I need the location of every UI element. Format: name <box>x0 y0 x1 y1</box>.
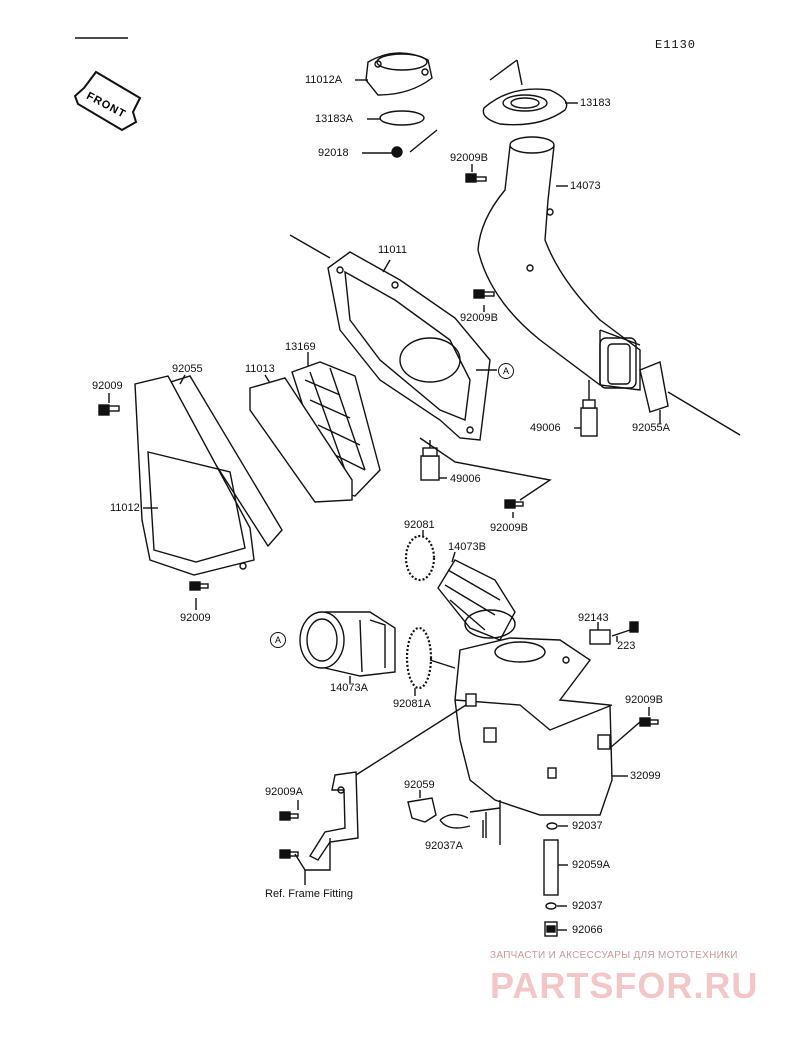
label-92009B-top: 92009B <box>450 152 488 164</box>
label-92009-bottom: 92009 <box>180 612 211 624</box>
label-92055A: 92055A <box>632 422 670 434</box>
plate-13183 <box>482 88 568 126</box>
gasket-92055A <box>639 361 669 413</box>
watermark-brand: PARTSFOR.RU <box>490 965 759 1006</box>
filter-11013 <box>249 377 353 503</box>
bolt-frame-fitting <box>279 849 299 859</box>
bracket-92009A <box>308 771 359 861</box>
bolt-92009B-low <box>504 499 524 509</box>
label-14073A: 14073A <box>330 682 368 694</box>
label-92143: 92143 <box>578 612 609 624</box>
label-11012: 11012 <box>110 502 140 514</box>
label-92009B-right: 92009B <box>625 694 663 706</box>
label-92009-left: 92009 <box>92 380 123 392</box>
bolt-92009-bottom <box>189 581 209 591</box>
label-92009B-low: 92009B <box>490 522 528 534</box>
gasket-13183A <box>379 110 425 126</box>
bolt-92009B-right <box>639 717 659 727</box>
front-arrow-icon <box>73 70 142 132</box>
label-32099: 32099 <box>630 770 661 782</box>
cover-11012 <box>134 375 255 576</box>
air-box-11011 <box>327 251 491 441</box>
drain-49006-mid <box>420 447 440 481</box>
callout-A-bottom: A <box>270 632 286 648</box>
bolt-92009A <box>279 811 299 821</box>
label-13183: 13183 <box>580 97 611 109</box>
label-14073B: 14073B <box>448 541 486 553</box>
label-92059A: 92059A <box>572 859 610 871</box>
label-11011: 11011 <box>378 244 407 256</box>
label-92018: 92018 <box>318 147 349 159</box>
hose-92059 <box>407 797 437 823</box>
label-13169: 13169 <box>285 341 316 353</box>
label-92037-top: 92037 <box>572 820 603 832</box>
clamp-92081A <box>405 626 433 690</box>
bolt-92009B-top <box>465 173 487 183</box>
label-92037A: 92037A <box>425 840 463 852</box>
label-13183A: 13183A <box>315 113 353 125</box>
ref-frame-fitting-label: Ref. Frame Fitting <box>265 888 354 900</box>
label-92066: 92066 <box>572 924 603 936</box>
elbow-14073A <box>299 611 396 677</box>
label-223: 223 <box>617 640 636 652</box>
label-92081A: 92081A <box>393 698 431 710</box>
intake-duct-14073 <box>477 136 641 391</box>
bolt-92009-left <box>98 404 120 416</box>
tube-92059A <box>543 839 559 896</box>
drain-49006-right <box>580 399 598 437</box>
label-92037-bottom: 92037 <box>572 900 603 912</box>
label-11012A: 11012A <box>305 74 343 86</box>
clip-92037-top <box>546 822 558 830</box>
resonator-32099 <box>454 637 613 816</box>
diagram-code: E1130 <box>655 38 697 52</box>
label-49006-mid: 49006 <box>450 473 481 485</box>
plug-92066 <box>544 921 558 937</box>
clamp-92081 <box>404 534 436 582</box>
label-92009B-mid: 92009B <box>460 312 498 324</box>
label-92081: 92081 <box>404 519 435 531</box>
label-92059: 92059 <box>404 779 435 791</box>
spacer-92143 <box>589 629 611 645</box>
clip-92037-bottom <box>545 902 557 910</box>
label-14073: 14073 <box>570 180 601 192</box>
label-49006-right: 49006 <box>530 422 561 434</box>
label-92009A: 92009A <box>265 786 303 798</box>
label-11013: 11013 <box>245 363 275 375</box>
nut-92018 <box>391 146 403 158</box>
boot-14073B <box>437 559 516 641</box>
bolt-92009B-mid <box>473 289 495 299</box>
bolt-223 <box>611 621 639 637</box>
cover-cap-11012A <box>365 52 433 96</box>
label-92055: 92055 <box>172 363 203 375</box>
clip-92037A <box>439 813 471 829</box>
watermark-tagline: ЗАПЧАСТИ И АКСЕССУАРЫ ДЛЯ МОТОТЕХНИКИ <box>490 950 738 961</box>
callout-A-top: A <box>498 363 514 379</box>
